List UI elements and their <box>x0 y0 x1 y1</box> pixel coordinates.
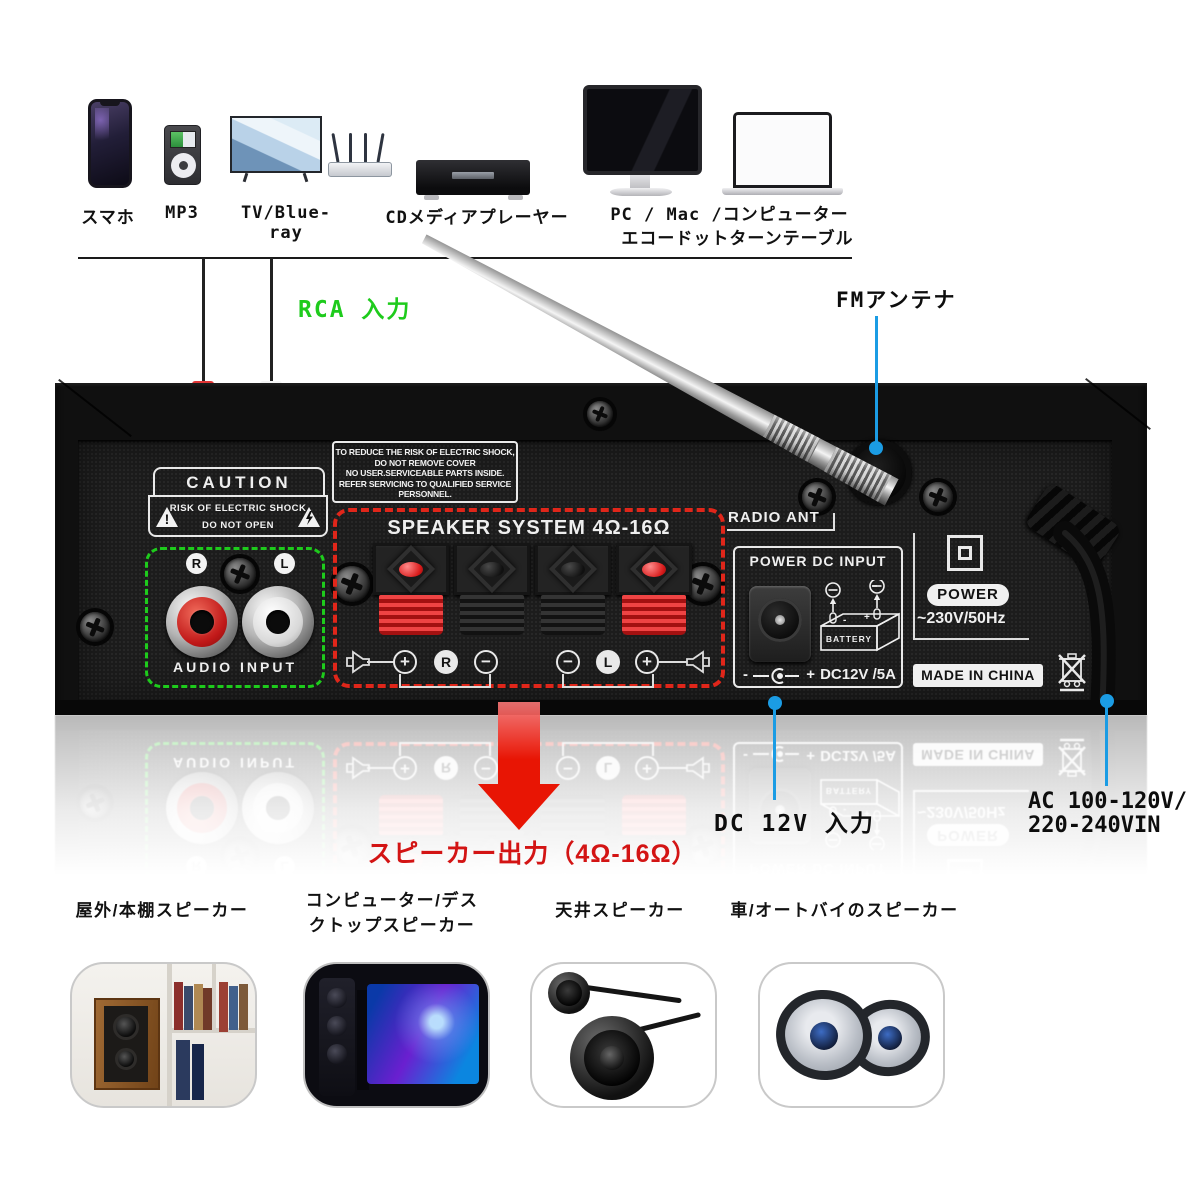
car-motorcycle-speaker-image <box>758 962 945 1108</box>
speaker-type-label-outdoor: 屋外/本棚スピーカー <box>75 901 249 920</box>
speaker-output-callout: スピーカー出力（4Ω-16Ω） <box>367 840 698 868</box>
audio-input-section: R L AUDIO INPUT <box>145 547 325 688</box>
svg-text:BATTERY: BATTERY <box>826 786 872 796</box>
svg-text:+: + <box>864 612 870 623</box>
caution-label: ! RISK OF ELECTRIC SHOCK DO NOT OPEN <box>148 495 328 537</box>
right-channel-badge: R <box>186 553 207 574</box>
speaker-type-label-car: 車/オートバイのスピーカー <box>730 901 959 920</box>
amplifier-rear-panel: TO REDUCE THE RISK OF ELECTRIC SHOCK, DO… <box>55 377 1151 715</box>
device-label-pc-line2: エコードットターンテーブル <box>621 229 854 249</box>
ac-pointer-dot <box>1100 694 1114 708</box>
laptop-icon <box>733 112 832 188</box>
lightning-triangle-icon <box>298 507 320 527</box>
device-label-mp3: MP3 <box>165 203 199 223</box>
ceiling-speaker-image <box>530 962 717 1108</box>
device-label-cd: CDメディアプレーヤー <box>385 208 569 228</box>
made-in-china-label: MADE IN CHINA <box>913 664 1043 687</box>
power-label: POWER <box>927 584 1009 606</box>
power-dc-input-title: POWER DC INPUT <box>749 553 887 569</box>
mp3-player-icon <box>164 125 201 185</box>
power-dc-input-section: POWER DC INPUT - + B <box>733 546 903 688</box>
dc-pointer-dot <box>768 696 782 710</box>
ac-input-callout: AC 100-120V/ 220-240VIN <box>1028 789 1187 838</box>
radio-ant-label: RADIO ANT <box>728 509 820 526</box>
right-output-symbol: R <box>434 650 458 674</box>
speaker-terminals <box>373 543 692 637</box>
battery-diagram-icon: - + BATTERY <box>820 580 900 652</box>
voltage-rating-label: ~230V/50Hz <box>917 610 1006 627</box>
screw-icon <box>224 558 256 590</box>
svg-text:!: ! <box>165 511 170 527</box>
device-label-pc-line1: PC / Mac /コンピューター <box>610 205 849 225</box>
dc-jack <box>749 586 811 662</box>
rca-cable-right <box>270 258 273 384</box>
ac-pointer-line <box>1105 704 1108 786</box>
minus-terminal-symbol: − <box>474 650 498 674</box>
plus-terminal-symbol: + <box>635 650 659 674</box>
audio-input-label: AUDIO INPUT <box>173 659 297 675</box>
fm-antenna-callout: FMアンテナ <box>836 288 957 312</box>
screw-icon <box>334 566 370 602</box>
exclamation-triangle-icon: ! <box>156 507 178 527</box>
tv-leg <box>242 172 249 183</box>
outdoor-bookshelf-speaker-image <box>70 962 257 1108</box>
power-square-icon <box>947 535 983 571</box>
minus-terminal-symbol: − <box>556 650 580 674</box>
speaker-output-arrow <box>498 702 540 784</box>
rca-cable-left <box>202 258 205 384</box>
device-label-smartphone: スマホ <box>81 208 135 228</box>
left-channel-badge: L <box>274 553 295 574</box>
smartphone-icon <box>88 99 132 188</box>
weee-crossed-bin-icon <box>1058 653 1086 692</box>
dc-rating-label: DC12V /5A <box>820 666 896 683</box>
speaker-horn-icon <box>686 650 710 674</box>
svg-text:-: - <box>843 615 846 626</box>
rca-jack-left <box>242 586 314 658</box>
speaker-system-section: SPEAKER SYSTEM 4Ω-16Ω + R − − L + <box>333 508 725 688</box>
speaker-terminal <box>535 543 611 637</box>
computer-desktop-speaker-image <box>303 962 490 1108</box>
screw-icon <box>923 482 953 512</box>
speaker-terminal <box>454 543 530 637</box>
dc-pointer-line <box>773 706 776 800</box>
dc-polarity-icon: - + <box>743 666 815 684</box>
electric-shock-warning-label: TO REDUCE THE RISK OF ELECTRIC SHOCK, DO… <box>332 441 518 503</box>
screw-icon <box>587 401 613 427</box>
speaker-terminal <box>616 543 692 637</box>
desktop-monitor-icon <box>583 85 702 175</box>
plus-terminal-symbol: + <box>393 650 417 674</box>
fm-pointer-line <box>875 316 878 448</box>
speaker-horn-icon <box>346 650 370 674</box>
dc-input-callout: DC 12V 入力 <box>714 811 875 837</box>
screw-icon <box>80 612 110 642</box>
speaker-type-label-ceiling: 天井スピーカー <box>555 901 685 920</box>
left-output-symbol: L <box>596 650 620 674</box>
fm-pointer-dot <box>869 441 883 455</box>
rca-input-callout: RCA 入力 <box>298 297 412 323</box>
caution-title: CAUTION <box>153 467 325 497</box>
screw-icon <box>802 482 832 512</box>
speaker-terminal <box>373 543 449 637</box>
tv-icon <box>230 116 322 173</box>
tv-leg <box>302 172 309 183</box>
rca-jack-right <box>166 586 238 658</box>
speaker-system-title: SPEAKER SYSTEM 4Ω-16Ω <box>387 517 671 539</box>
svg-text:BATTERY: BATTERY <box>826 634 872 644</box>
speaker-type-label-computer: コンピューター/デス クトップスピーカー <box>305 891 479 935</box>
power-cord <box>1053 521 1116 715</box>
device-label-tv: TV/Blue-ray <box>241 203 331 243</box>
